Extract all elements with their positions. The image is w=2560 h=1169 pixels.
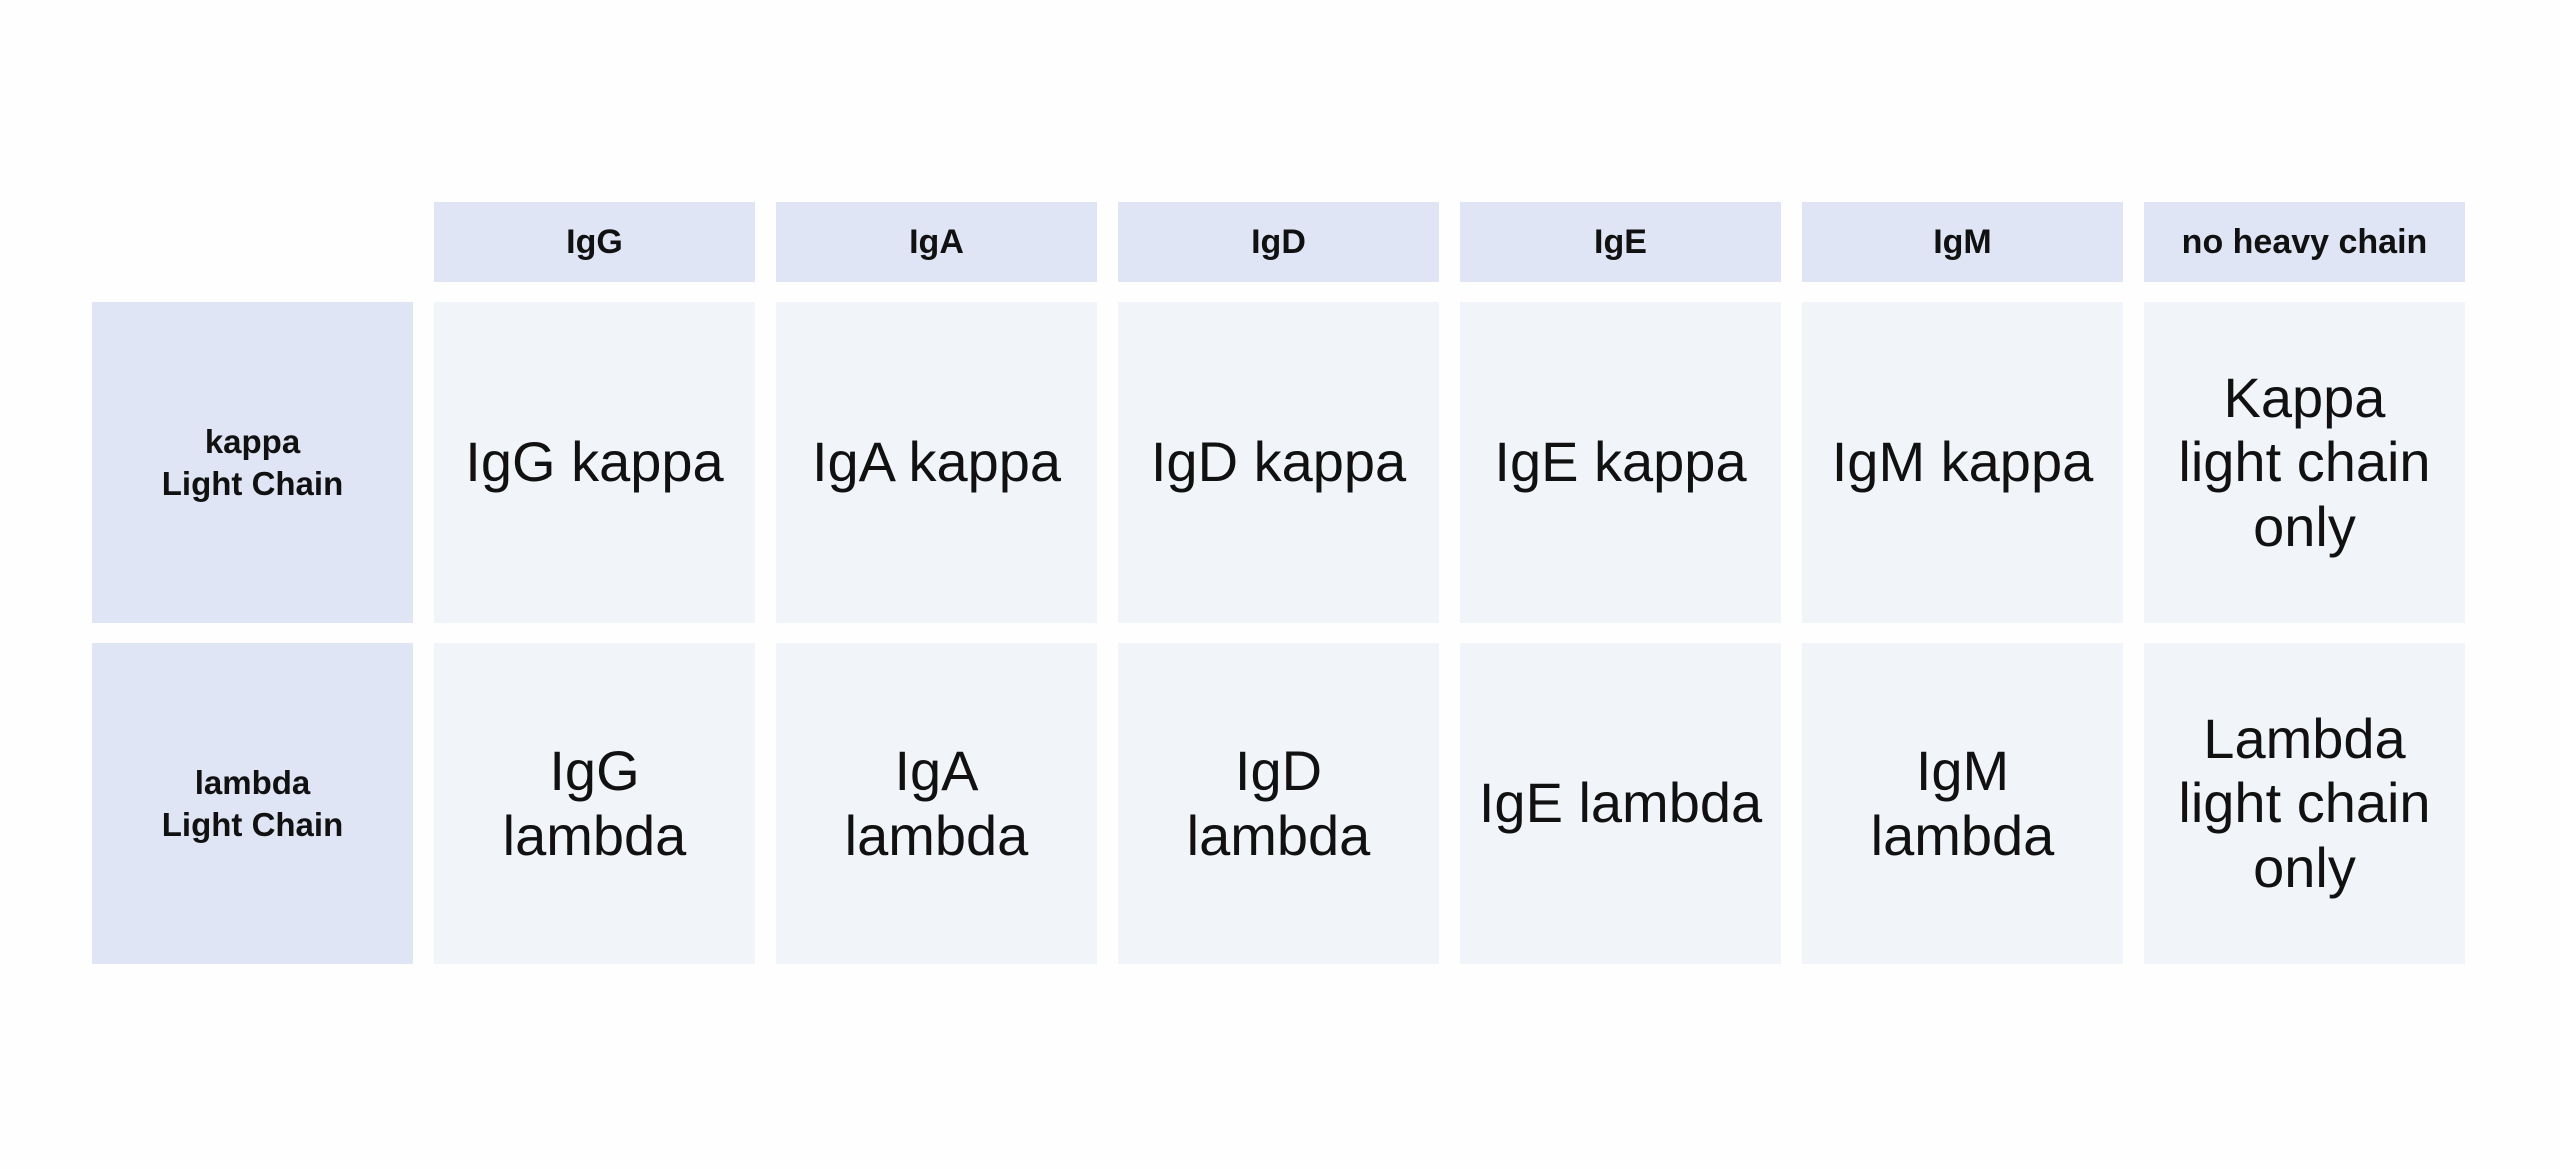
immunoglobulin-classification-grid: IgG IgA IgD IgE IgM no heavy chain kappa… <box>92 202 2465 964</box>
cell-igd-lambda: IgD lambda <box>1118 643 1439 964</box>
col-header-ige: IgE <box>1460 202 1781 282</box>
col-header-igd: IgD <box>1118 202 1439 282</box>
cell-iga-kappa: IgA kappa <box>776 302 1097 623</box>
cell-kappa-light-chain-only: Kappa light chain only <box>2144 302 2465 623</box>
cell-igd-kappa: IgD kappa <box>1118 302 1439 623</box>
cell-igg-lambda: IgG lambda <box>434 643 755 964</box>
col-header-iga: IgA <box>776 202 1097 282</box>
row-header-lambda-line1: lambda <box>194 764 311 802</box>
cell-lambda-light-chain-only: Lambda light chain only <box>2144 643 2465 964</box>
col-header-igm: IgM <box>1802 202 2123 282</box>
row-header-kappa-line2: Light Chain <box>161 464 344 502</box>
cell-igg-kappa: IgG kappa <box>434 302 755 623</box>
col-header-igg: IgG <box>434 202 755 282</box>
row-header-kappa: kappa Light Chain <box>92 302 413 623</box>
cell-ige-kappa: IgE kappa <box>1460 302 1781 623</box>
grid-corner <box>92 202 413 282</box>
row-header-lambda-line2: Light Chain <box>161 805 344 843</box>
cell-iga-lambda: IgA lambda <box>776 643 1097 964</box>
col-header-no-heavy-chain: no heavy chain <box>2144 202 2465 282</box>
row-header-lambda: lambda Light Chain <box>92 643 413 964</box>
cell-ige-lambda: IgE lambda <box>1460 643 1781 964</box>
cell-igm-kappa: IgM kappa <box>1802 302 2123 623</box>
row-header-kappa-line1: kappa <box>204 423 301 461</box>
cell-igm-lambda: IgM lambda <box>1802 643 2123 964</box>
